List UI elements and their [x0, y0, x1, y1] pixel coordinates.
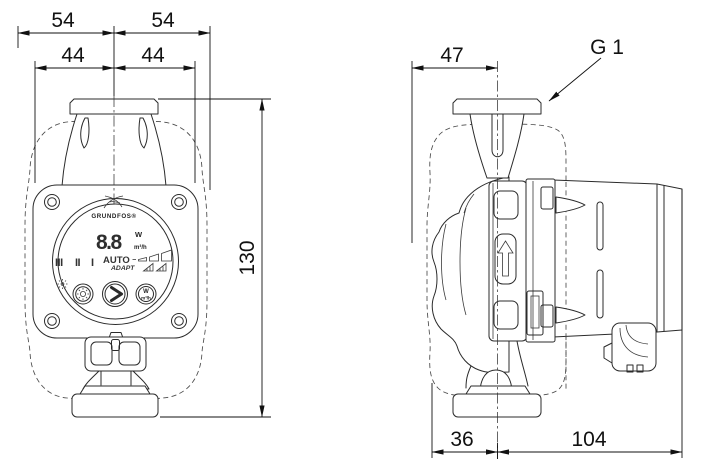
grundfos-logo-icon: [103, 195, 124, 209]
motor-vent-slot-upper: [596, 201, 604, 251]
autoadapt-sub-label: ADAPT: [110, 265, 135, 272]
front-neck-ear-left: [80, 117, 90, 149]
cable-plug-wedge: [603, 342, 613, 364]
light-button-icon: [77, 288, 89, 300]
display-value: 8.8: [96, 231, 123, 254]
light-button[interactable]: [72, 283, 94, 305]
cable-plug-contour: [619, 327, 649, 358]
side-volute-contour: [459, 207, 467, 316]
corner-screw-icons: [44, 194, 187, 329]
speed-ii-label: II: [75, 257, 81, 269]
thread-size-label: G 1: [590, 36, 624, 59]
unit-toggle-button[interactable]: W m³/h: [135, 283, 157, 305]
side-volute-contour: [463, 193, 475, 214]
pump-front-view: GRUNDFOS® 8.8 W m³/h III II I AUTO ADAPT: [24, 98, 208, 418]
dim-36: 36: [450, 428, 473, 451]
performance-bars-icon: [132, 249, 172, 262]
front-lower-neck: [82, 370, 150, 390]
cable-plug-contour: [625, 324, 649, 345]
front-head-tab: [108, 332, 124, 339]
side-bottom-collar: [465, 385, 531, 395]
front-connector-recess-left: [90, 341, 113, 366]
chevron-right-icon: [110, 286, 123, 302]
dim-130-height: 130: [236, 240, 259, 275]
cable-plug-foot: [626, 364, 634, 373]
dim-44-right: 44: [141, 44, 165, 67]
dim-54-right: 54: [151, 9, 175, 32]
side-neck-fork: [469, 113, 525, 179]
autoadapt-label: AUTO: [103, 255, 130, 266]
terminal-block-bottom: [540, 304, 554, 328]
speed-i-label: I: [91, 257, 94, 269]
cable-plug-foot: [636, 364, 644, 373]
clip-upper: [555, 196, 586, 214]
terminal-block-top: [540, 186, 554, 210]
pump-side-view: [426, 98, 683, 418]
terminal-connector-inner: [530, 295, 540, 329]
side-top-flange: [452, 98, 542, 115]
dim-104: 104: [571, 428, 606, 451]
mode-select-button[interactable]: [102, 281, 128, 307]
thread-leader-line: [548, 57, 602, 102]
cable-plug: [611, 322, 657, 372]
front-connector-recess-right: [118, 341, 141, 366]
clip-lower: [555, 306, 586, 324]
side-bottom-flange: [452, 393, 542, 418]
front-connector-latch: [111, 339, 120, 351]
side-envelope-dashed-outline: [426, 123, 567, 397]
side-neck-slot: [491, 113, 504, 158]
terminal-connector: [526, 290, 544, 336]
flow-arrow-plate: [494, 233, 517, 285]
side-volute-contour: [441, 223, 447, 301]
front-neck-ear-right: [138, 117, 148, 149]
brand-label: GRUNDFOS®: [91, 213, 136, 220]
pump-display: GRUNDFOS® 8.8 W m³/h III II I AUTO ADAPT: [55, 195, 172, 307]
button-watt-label: W: [143, 289, 149, 295]
side-lower-neck-left: [465, 365, 472, 389]
dim-44-left: 44: [61, 44, 85, 67]
dim-54-left: 54: [51, 9, 75, 32]
motor-vent-slot-lower: [596, 269, 604, 319]
display-watt-unit: W: [135, 230, 143, 239]
heating-mode-icons: [142, 262, 167, 272]
speed-iii-label: III: [55, 257, 63, 269]
side-head-recess-top: [493, 190, 519, 220]
side-head-recess-bottom: [493, 300, 519, 330]
front-face-inner-ring: [57, 203, 174, 320]
flow-direction-arrow-icon: [497, 240, 514, 277]
side-lower-neck-right: [516, 340, 529, 387]
motor-end-cap: [656, 183, 683, 333]
light-indicator-icon: [57, 279, 68, 289]
front-bottom-flange: [71, 393, 159, 418]
display-flow-unit: m³/h: [134, 244, 147, 251]
front-bottom-collar: [79, 385, 151, 395]
dimension-annotations: 54 54 44 44 130 47 G 1 36 104: [17, 9, 683, 459]
dim-47: 47: [440, 44, 463, 67]
button-flow-label: m³/h: [141, 296, 151, 301]
